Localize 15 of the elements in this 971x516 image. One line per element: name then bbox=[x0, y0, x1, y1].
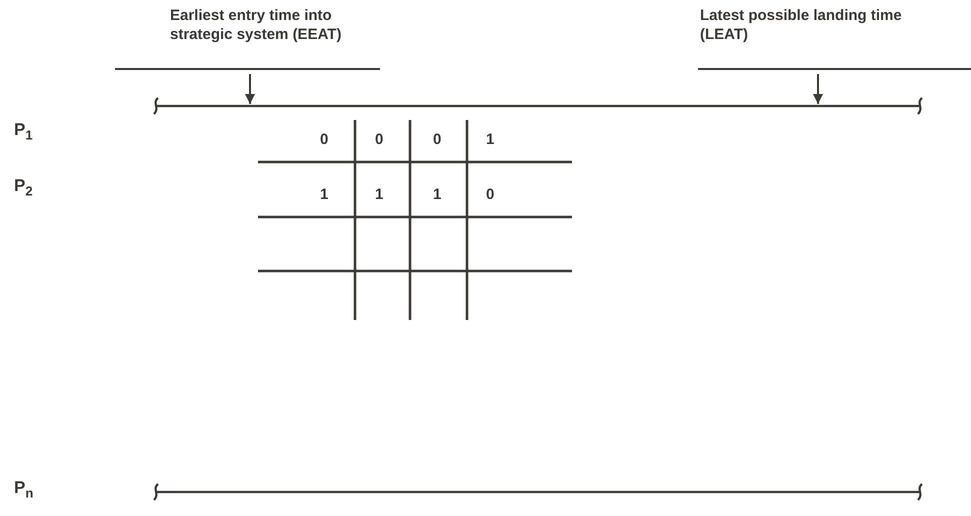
cell-value: 0 bbox=[433, 131, 442, 149]
cell-value: 1 bbox=[433, 186, 442, 204]
underlined-label: Latest possible landing time (LEAT) bbox=[698, 6, 971, 70]
cell-value: 1 bbox=[486, 131, 494, 149]
leader-arrow bbox=[245, 74, 255, 104]
cell-value: 1 bbox=[320, 186, 328, 204]
cell-value: 0 bbox=[320, 131, 328, 149]
cell-value: 0 bbox=[375, 131, 384, 149]
row-label: P$_{1}$ bbox=[14, 120, 33, 144]
underlined-label: Earliest entry time into strategic system (EEAT) bbox=[115, 6, 380, 70]
row-label: P$_{n}$ bbox=[14, 478, 34, 502]
leader-arrow bbox=[813, 74, 823, 104]
cell-value: 1 bbox=[375, 186, 384, 204]
cell-value: 0 bbox=[486, 186, 494, 204]
row-label: P$_{2}$ bbox=[14, 176, 33, 200]
